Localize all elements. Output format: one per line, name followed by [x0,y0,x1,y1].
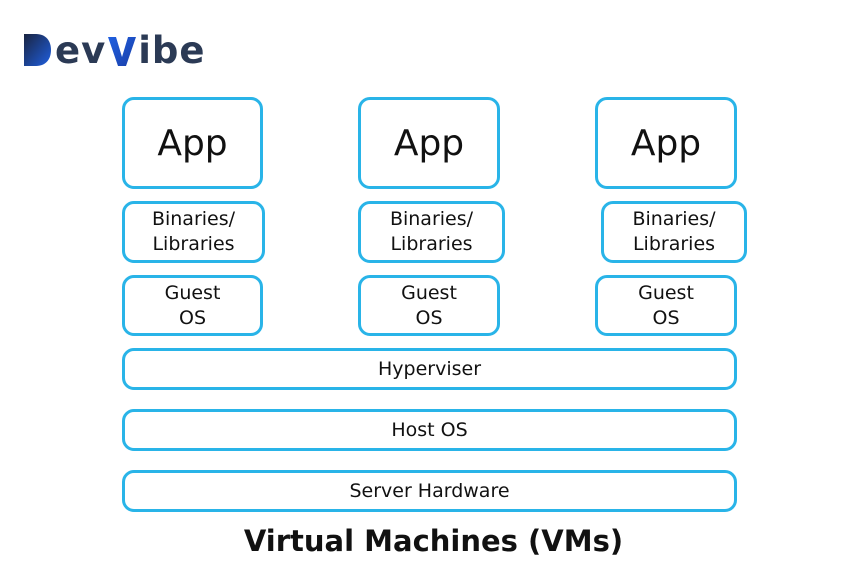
guest-os-box-3: Guest OS [595,275,737,336]
guest-line-1: Guest [638,281,694,304]
host-os-label: Host OS [391,419,468,441]
binaries-line-2: Libraries [390,233,473,255]
binaries-line-1: Binaries/ [389,208,474,230]
binaries-line-2: Libraries [152,233,235,255]
guest-os-box-1: Guest OS [122,275,263,336]
guest-line-2: OS [415,306,443,329]
devvibe-logo: ev ibe [22,26,205,74]
guest-line-2: OS [652,306,680,329]
app-box-1: App [122,97,263,189]
guest-os-box-2: Guest OS [358,275,500,336]
app-label: App [157,122,228,164]
binaries-line-2: Libraries [632,233,716,255]
guest-line-2: OS [178,306,206,329]
logo-d-mark [22,31,52,69]
diagram-caption: Virtual Machines (VMs) [243,524,624,558]
logo-text-ev: ev [55,28,107,72]
hypervisor-label: Hyperviser [377,358,481,380]
logo-v-mark [107,31,137,69]
app-box-2: App [358,97,500,189]
guest-line-1: Guest [164,281,221,304]
binaries-line-1: Binaries/ [151,208,236,230]
binaries-box-1: Binaries/ Libraries [122,201,265,263]
server-hardware-layer: Server Hardware [122,470,737,512]
logo-text-ibe: ibe [138,28,206,72]
binaries-box-3: Binaries/ Libraries [601,201,747,263]
app-box-3: App [595,97,737,189]
guest-line-1: Guest [401,281,457,304]
host-os-layer: Host OS [122,409,737,451]
app-label: App [393,122,465,164]
server-hardware-label: Server Hardware [349,480,510,502]
app-label: App [630,122,702,164]
hypervisor-layer: Hyperviser [122,348,737,390]
binaries-box-2: Binaries/ Libraries [358,201,505,263]
binaries-line-1: Binaries/ [632,208,716,230]
